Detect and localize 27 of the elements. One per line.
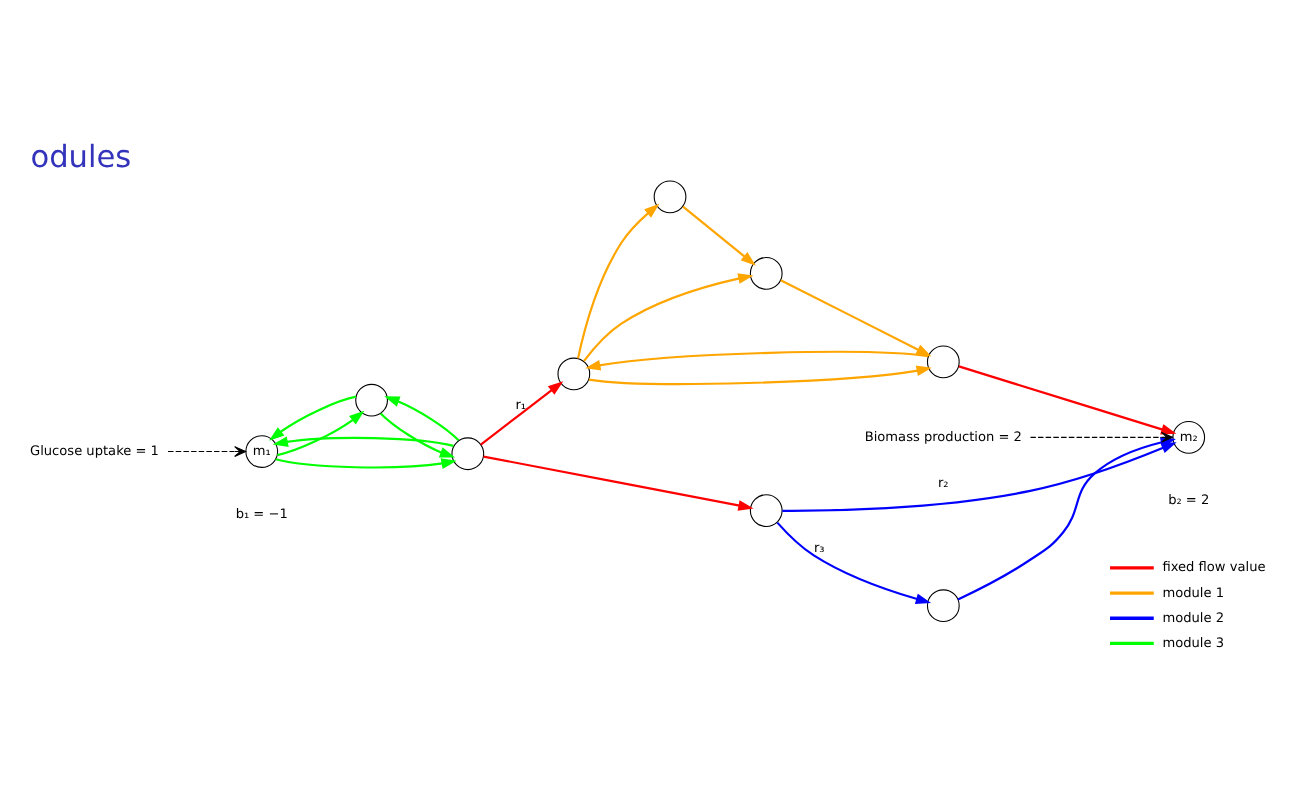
- arrow: [272, 436, 454, 447]
- arrow: [167, 446, 247, 458]
- diagram-title: odules: [30, 139, 132, 176]
- node-circle: [749, 257, 783, 290]
- node-circle: [926, 345, 960, 379]
- arrow: [583, 273, 754, 362]
- arrow: [682, 205, 756, 266]
- node-circle: [749, 494, 783, 527]
- arrow: [958, 365, 1177, 435]
- node-circle: [653, 180, 687, 214]
- arrow: [588, 365, 932, 386]
- node-circle: [451, 437, 485, 471]
- arrow: [269, 395, 357, 441]
- arrow: [585, 350, 929, 371]
- arrow: [379, 412, 456, 458]
- arrow: [384, 396, 460, 442]
- arrow: [780, 279, 932, 357]
- arrow: [277, 410, 365, 457]
- arrow: [776, 521, 932, 604]
- arrow: [576, 203, 660, 359]
- node-circle: [926, 589, 960, 623]
- arrow: [480, 381, 564, 446]
- node-circle: [557, 357, 591, 391]
- arrow: [1029, 431, 1174, 443]
- arrow: [483, 455, 754, 511]
- node-circle: [355, 383, 388, 417]
- arrow: [275, 458, 457, 469]
